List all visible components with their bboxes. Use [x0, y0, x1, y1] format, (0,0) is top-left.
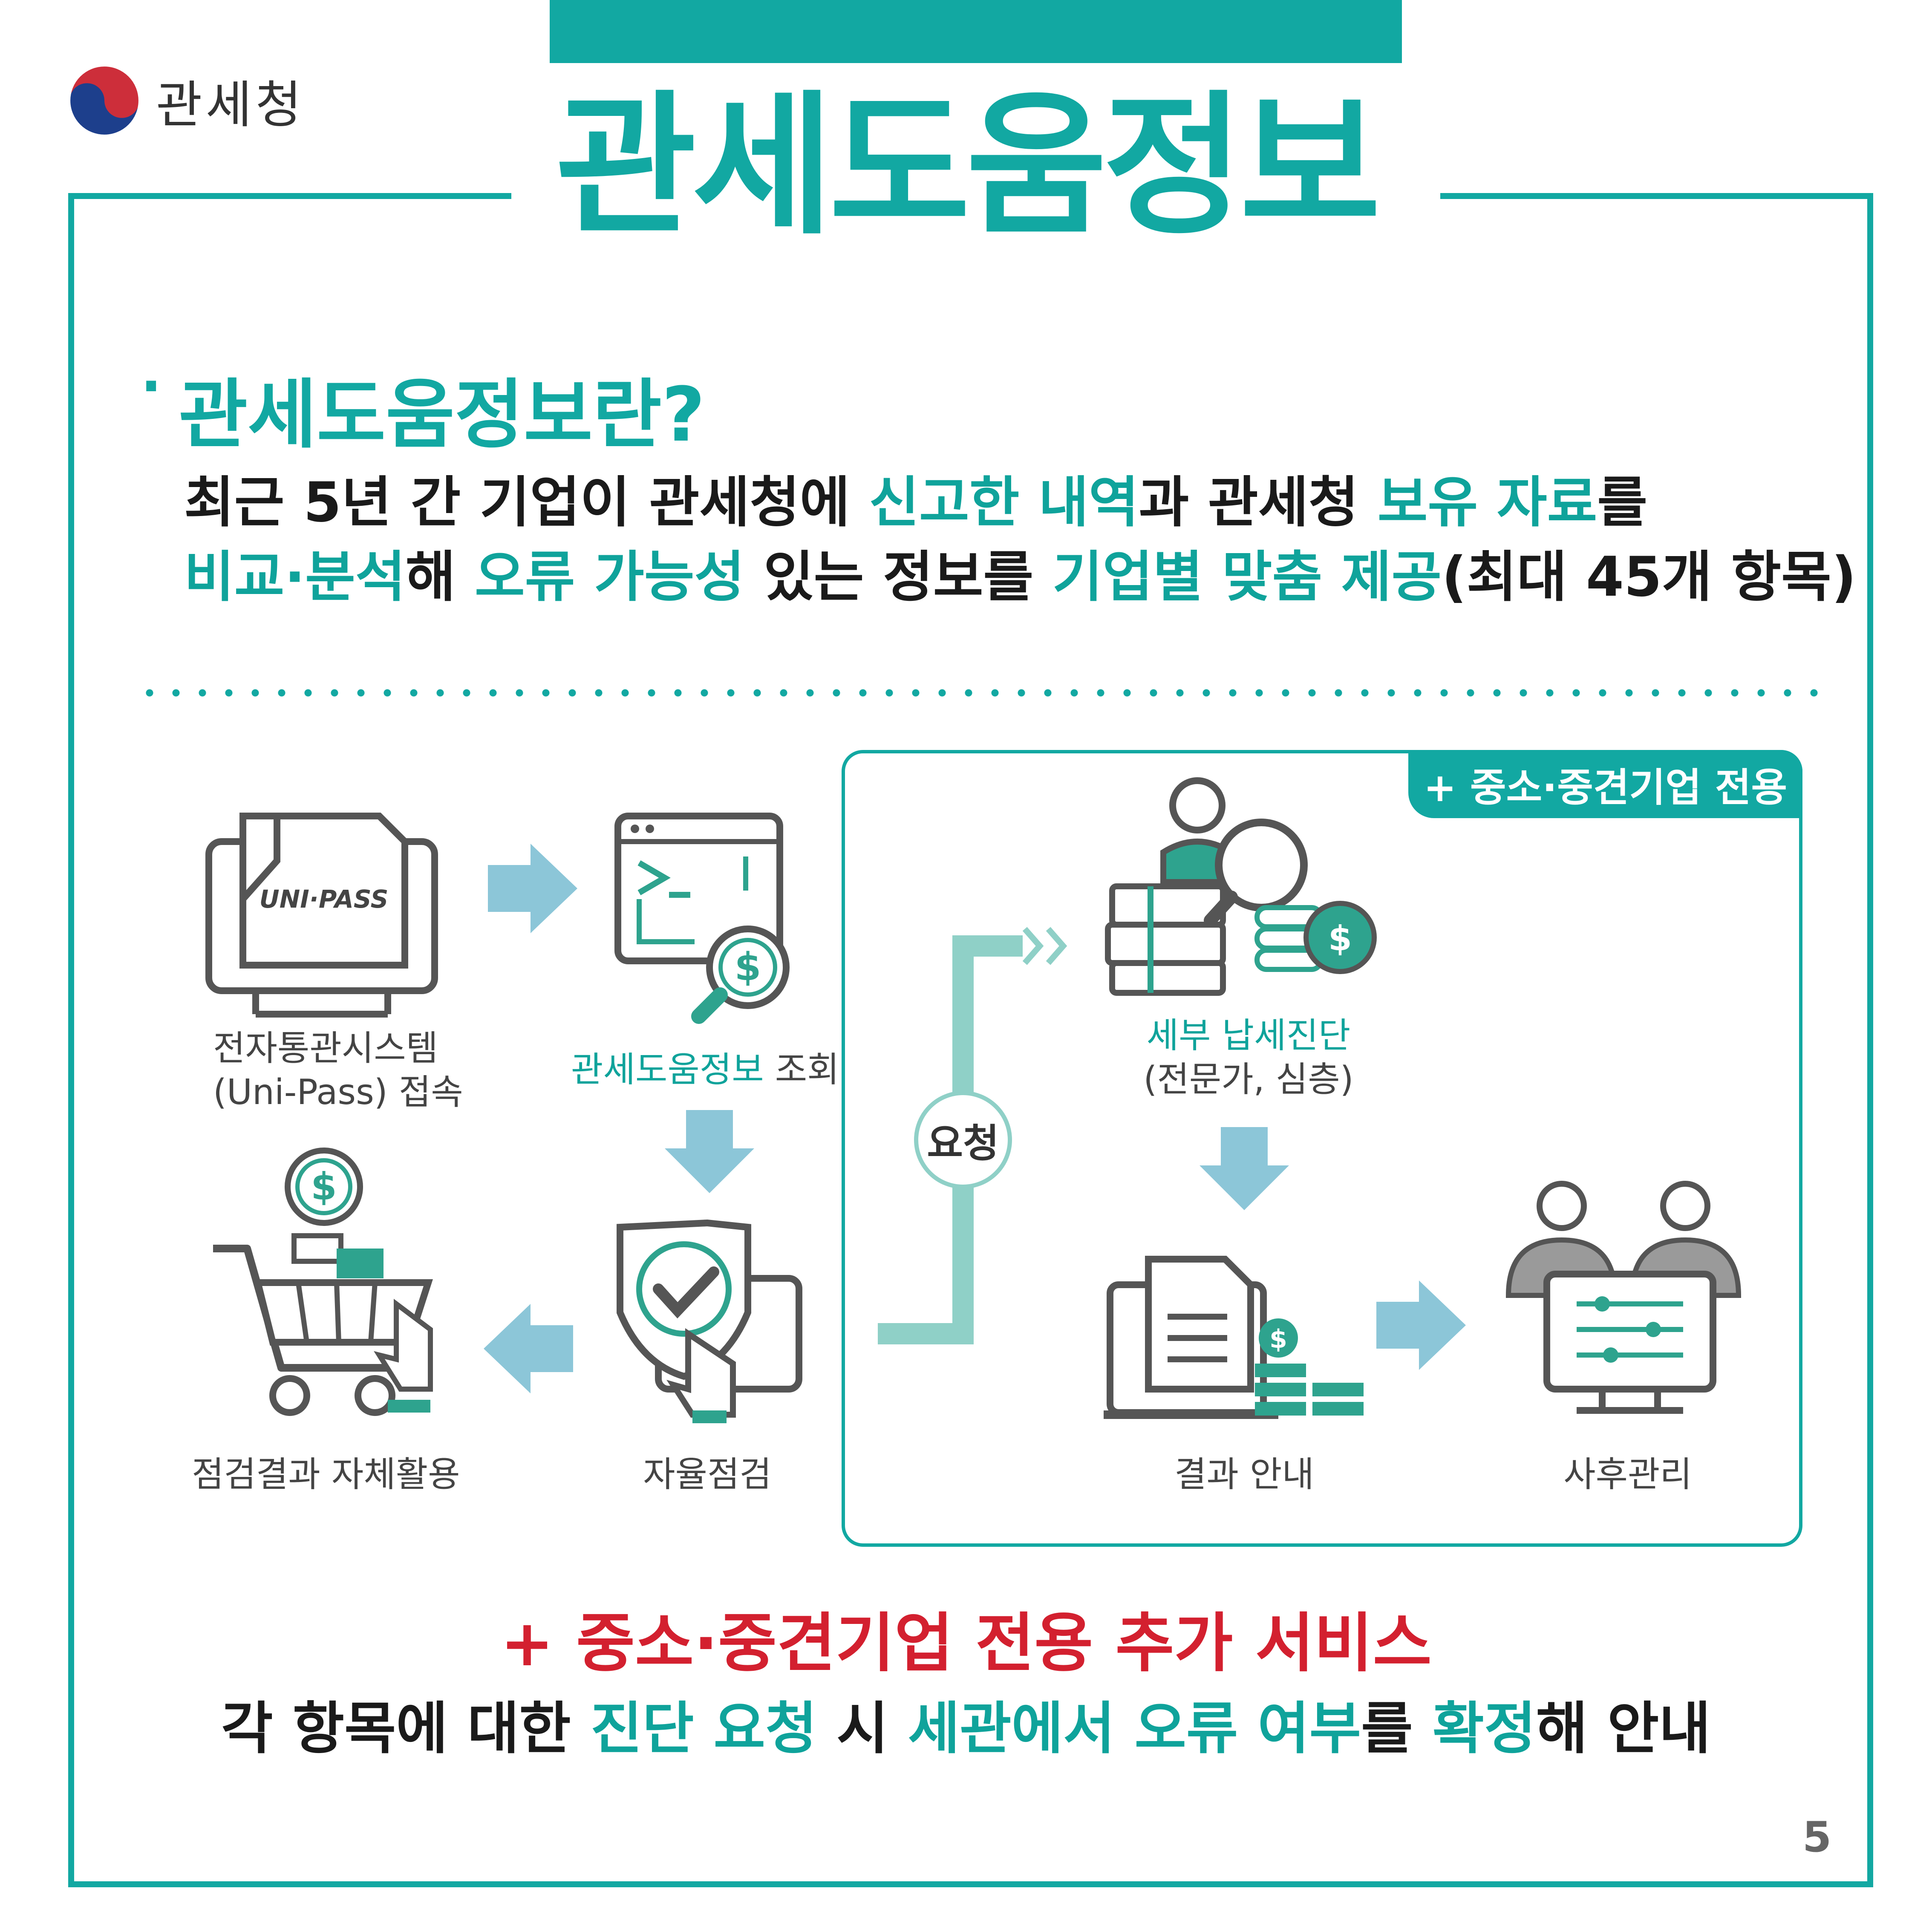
step-inquiry-label: 관세도움정보 조회 — [571, 1050, 839, 1090]
request-badge: 요청 — [914, 1091, 1012, 1189]
dotted-divider — [136, 688, 1824, 698]
description-line-1: 최근 5년 간 기업이 관세청에 신고한 내역과 관세청 보유 자료를 — [184, 471, 1648, 534]
svg-text:$: $ — [1328, 919, 1352, 958]
self-check-shield-icon — [617, 1219, 802, 1423]
result-report-icon: $ — [1104, 1256, 1364, 1419]
sme-service-box — [842, 750, 1802, 1547]
svg-text:$: $ — [311, 1165, 337, 1208]
tax-diagnosis-icon: $ — [1105, 777, 1377, 996]
arrow-right-icon — [488, 844, 577, 933]
shopping-cart-icon: $ — [213, 1148, 433, 1416]
page-title: 관세도움정보 — [555, 77, 1381, 255]
double-chevron-icon — [1022, 927, 1067, 965]
step-unipass-label: 전자통관시스템(Uni-Pass) 접속 — [213, 1028, 463, 1113]
agency-logo: 관세청 — [68, 64, 305, 137]
follow-up-management-icon — [1505, 1181, 1742, 1414]
arrow-right-icon-2 — [1376, 1280, 1466, 1370]
step-self-use-label: 점검결과 자체활용 — [192, 1454, 460, 1495]
title-mask — [511, 179, 1440, 217]
sme-badge: + 중소·중견기업 전용 — [1408, 750, 1802, 818]
step-result-label: 결과 안내 — [1174, 1454, 1314, 1495]
taegeuk-emblem-icon — [69, 65, 140, 136]
unipass-monitor-icon — [205, 813, 438, 1018]
step-diagnosis-label: 세부 납세진단(전문가, 심층) — [1143, 1015, 1354, 1100]
svg-text:$: $ — [735, 945, 761, 989]
extra-service-description: 각 항목에 대한 진단 요청 시 세관에서 오류 여부를 확정해 안내 — [221, 1696, 1711, 1762]
arrow-down-icon-2 — [1200, 1127, 1289, 1210]
step-follow-up-label: 사후관리 — [1563, 1454, 1692, 1495]
page-number: 5 — [1802, 1813, 1832, 1862]
agency-name: 관세청 — [156, 75, 305, 134]
extra-service-title: + 중소·중견기업 전용 추가 서비스 — [500, 1606, 1432, 1681]
step-self-check-label: 자율점검 — [643, 1454, 772, 1495]
unipass-logo-text: UNI·PASS — [260, 885, 389, 914]
description-line-2: 비교·분석해 오류 가능성 있는 정보를 기업별 맞춤 제공(최대 45개 항목… — [184, 545, 1857, 609]
browser-search-icon: $ — [614, 813, 790, 1024]
arrow-down-icon — [665, 1110, 754, 1193]
header-bar — [550, 0, 1402, 63]
svg-text:$: $ — [1269, 1324, 1287, 1354]
section-question: ·관세도움정보란? — [141, 354, 705, 458]
arrow-left-icon — [484, 1304, 573, 1393]
